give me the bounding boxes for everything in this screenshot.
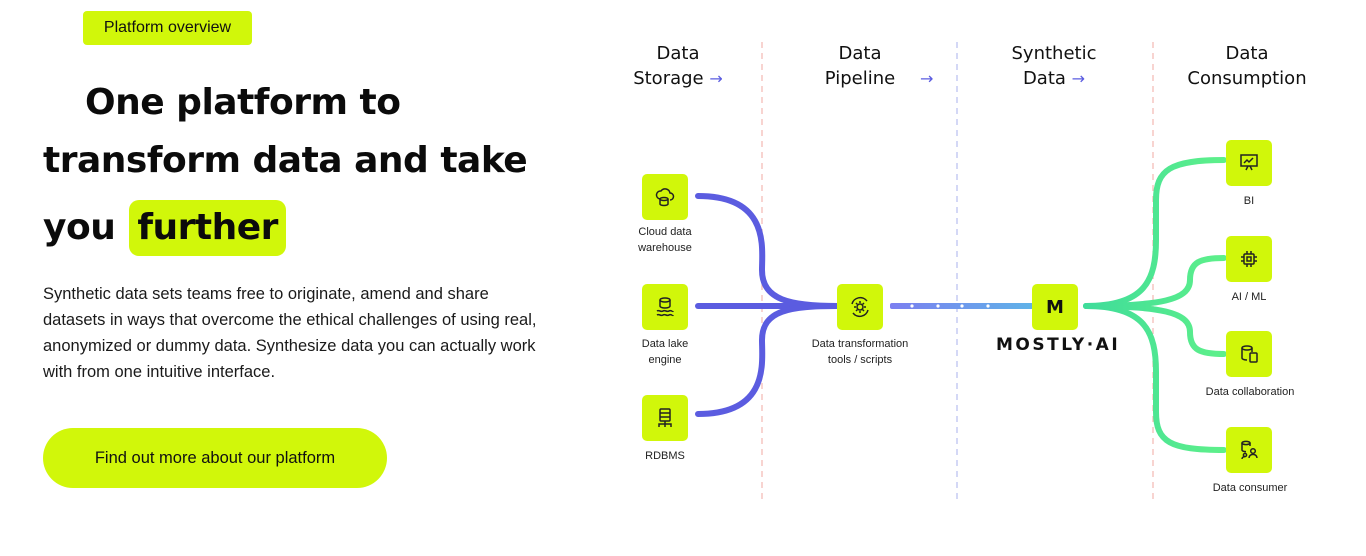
find-out-more-button[interactable]: Find out more about our platform xyxy=(43,428,387,488)
platform-diagram: Data Storage → Data Pipeline → Synthetic… xyxy=(600,0,1366,556)
consumption-consumer-label: Data consumer xyxy=(1212,482,1288,494)
headline-line-1: One platform to xyxy=(85,82,401,123)
mostly-ai-logo: MOSTLY·AI xyxy=(996,335,1121,355)
connector-to-consumer xyxy=(1083,303,1227,453)
presentation-chart-icon xyxy=(1226,140,1272,186)
column-heading-synthetic: Synthetic Data → xyxy=(1011,43,1097,89)
collaboration-icon xyxy=(1226,331,1272,377)
pipeline-label: Data transformation tools / scripts xyxy=(811,338,909,366)
consumption-bi-label: BI xyxy=(1243,195,1255,207)
column-heading-consumption: Data Consumption xyxy=(1187,43,1307,89)
cloud-database-icon xyxy=(642,174,688,220)
pipeline-arrow-icon: → xyxy=(920,69,934,88)
storage-cloud-label: Cloud data warehouse xyxy=(638,226,692,254)
data-lake-icon xyxy=(642,284,688,330)
connector-to-bi xyxy=(1083,157,1227,309)
chip-icon xyxy=(1226,236,1272,282)
connector-cloud-to-pipeline xyxy=(695,193,841,309)
column-heading-storage: Data Storage → xyxy=(633,43,723,89)
platform-description: Synthetic data sets teams free to origin… xyxy=(43,285,537,381)
connector-to-collaboration xyxy=(1083,303,1227,357)
connector-rdbms-to-pipeline xyxy=(695,303,841,417)
relational-database-icon xyxy=(642,395,688,441)
data-consumer-icon xyxy=(1226,427,1272,473)
diagram-connectors xyxy=(695,42,1227,502)
consumption-collaboration-label: Data collaboration xyxy=(1205,386,1295,398)
column-heading-pipeline: Data Pipeline xyxy=(824,43,896,89)
storage-rdbms-label: RDBMS xyxy=(645,450,685,462)
headline-line-2: transform data and take xyxy=(43,140,528,181)
headline-line-3-prefix: you xyxy=(43,207,116,248)
headline-line-3: you further xyxy=(43,200,286,256)
consumption-aiml-label: AI / ML xyxy=(1231,291,1267,303)
storage-lake-label: Data lake engine xyxy=(641,338,689,366)
mostly-ai-node: M xyxy=(1032,284,1078,330)
gear-transform-icon xyxy=(837,284,883,330)
platform-overview-badge: Platform overview xyxy=(83,11,252,45)
headline-highlight: further xyxy=(129,200,286,256)
